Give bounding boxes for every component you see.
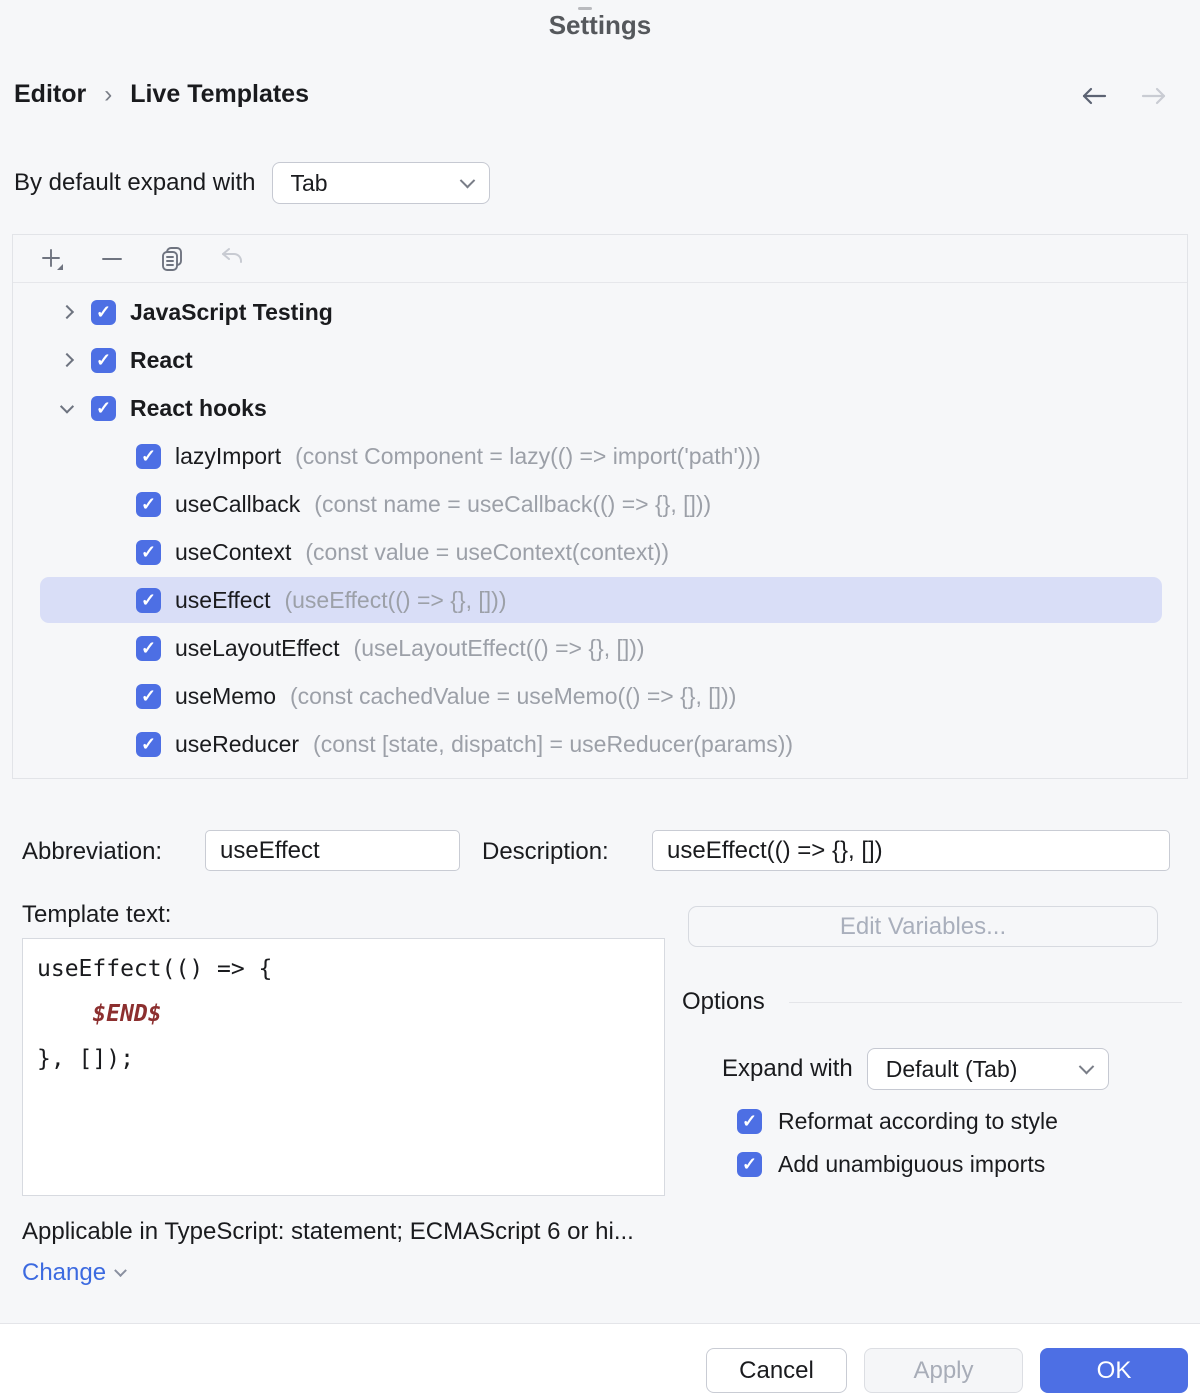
- code-line: }, []);: [37, 1046, 134, 1072]
- reformat-option-label: Reformat according to style: [778, 1108, 1058, 1134]
- options-section-header: Options: [682, 988, 1182, 1016]
- template-label: lazyImport: [175, 442, 282, 469]
- change-context-link[interactable]: Change: [22, 1259, 127, 1287]
- reformat-option[interactable]: ✓ Reformat according to style: [737, 1108, 1058, 1135]
- description-label: Description:: [482, 838, 609, 865]
- breadcrumb-separator-icon: ›: [104, 80, 113, 108]
- group-label: React: [130, 346, 193, 373]
- default-expand-value: Tab: [290, 169, 328, 196]
- checkbox-checked-icon[interactable]: ✓: [91, 395, 116, 421]
- ok-button[interactable]: OK: [1040, 1348, 1188, 1393]
- code-line: $END$: [37, 992, 664, 1037]
- templates-tree: ✓ JavaScript Testing ✓ React ✓ React hooks ✓ la…: [13, 283, 1187, 768]
- checkbox-checked-icon[interactable]: ✓: [91, 299, 116, 325]
- template-label: useContext: [175, 538, 292, 565]
- template-description: (const [state, dispatch] = useReducer(pa…: [313, 730, 794, 757]
- history-nav: [1080, 84, 1168, 108]
- options-label: Options: [682, 988, 765, 1015]
- applicable-context-text: Applicable in TypeScript: statement; ECM…: [22, 1218, 634, 1245]
- checkbox-checked-icon[interactable]: ✓: [91, 347, 116, 373]
- breadcrumb-editor[interactable]: Editor: [14, 80, 87, 108]
- template-description: (useEffect(() => {}, [])): [284, 586, 507, 613]
- undo-icon: [217, 244, 247, 274]
- expand-with-value: Default (Tab): [885, 1055, 1018, 1082]
- code-line: useEffect(() => {: [37, 956, 273, 982]
- add-imports-option-label: Add unambiguous imports: [778, 1151, 1046, 1177]
- checkbox-checked-icon[interactable]: ✓: [136, 587, 161, 613]
- checkbox-checked-icon[interactable]: ✓: [136, 635, 161, 661]
- tree-template-row[interactable]: ✓ useMemo (const cachedValue = useMemo(() …: [13, 672, 1187, 720]
- chevron-down-icon: [459, 172, 475, 188]
- template-label: useReducer: [175, 730, 300, 757]
- add-imports-option[interactable]: ✓ Add unambiguous imports: [737, 1151, 1045, 1178]
- tree-template-row[interactable]: ✓ useContext (const value = useContext(con…: [13, 528, 1187, 576]
- checkbox-checked-icon[interactable]: ✓: [136, 443, 161, 469]
- dialog-footer: Cancel Apply OK: [0, 1323, 1200, 1400]
- expand-with-label: Expand with: [722, 1055, 853, 1082]
- checkbox-checked-icon[interactable]: ✓: [737, 1152, 762, 1177]
- chevron-down-icon: [1078, 1058, 1095, 1074]
- tree-template-row[interactable]: ✓ useCallback (const name = useCallback(()…: [13, 480, 1187, 528]
- checkbox-checked-icon[interactable]: ✓: [136, 731, 161, 757]
- checkbox-checked-icon[interactable]: ✓: [136, 491, 161, 517]
- template-label: useCallback: [175, 490, 301, 517]
- templates-panel: ✓ JavaScript Testing ✓ React ✓ React hooks ✓ la…: [12, 234, 1188, 779]
- breadcrumb-live-templates: Live Templates: [130, 80, 309, 108]
- duplicate-icon[interactable]: [157, 244, 187, 274]
- tree-group-row[interactable]: ✓ React: [13, 336, 1187, 384]
- template-variable-token: $END$: [92, 1001, 162, 1027]
- tree-template-row[interactable]: ✓ lazyImport (const Component = lazy(() =>…: [13, 432, 1187, 480]
- change-link-label: Change: [22, 1259, 107, 1286]
- remove-icon[interactable]: [97, 244, 127, 274]
- group-label: JavaScript Testing: [130, 298, 333, 325]
- template-description: (const name = useCallback(() => {}, [])): [314, 490, 712, 517]
- tree-group-row[interactable]: ✓ React hooks: [13, 384, 1187, 432]
- add-icon[interactable]: [37, 244, 67, 274]
- cancel-button[interactable]: Cancel: [706, 1348, 847, 1393]
- chevron-down-icon[interactable]: [57, 399, 77, 414]
- tree-template-row[interactable]: ✓ useEffect (useEffect(() => {}, [])): [13, 576, 1187, 624]
- chevron-down-icon: [114, 1263, 127, 1277]
- template-description: (useLayoutEffect(() => {}, [])): [353, 634, 645, 661]
- group-label: React hooks: [130, 394, 267, 421]
- abbreviation-input[interactable]: [205, 830, 460, 871]
- template-label: useLayoutEffect: [175, 634, 340, 661]
- description-input[interactable]: [652, 830, 1170, 871]
- apply-button[interactable]: Apply: [864, 1348, 1023, 1393]
- breadcrumb: Editor › Live Templates: [14, 80, 309, 109]
- template-description: (const cachedValue = useMemo(() => {}, […: [289, 682, 737, 709]
- checkbox-checked-icon[interactable]: ✓: [136, 539, 161, 565]
- template-description: (const Component = lazy(() => import('pa…: [295, 442, 761, 469]
- checkbox-checked-icon[interactable]: ✓: [737, 1109, 762, 1134]
- back-arrow-icon[interactable]: [1080, 84, 1108, 108]
- template-text-editor[interactable]: useEffect(() => { $END$ }, []);: [22, 938, 665, 1196]
- templates-toolbar: [13, 235, 1187, 283]
- forward-arrow-icon[interactable]: [1140, 84, 1168, 108]
- tree-template-row[interactable]: ✓ useLayoutEffect (useLayoutEffect(() => {…: [13, 624, 1187, 672]
- template-label: useEffect: [175, 586, 271, 613]
- expand-with-select[interactable]: Default (Tab): [866, 1048, 1109, 1090]
- default-expand-label: By default expand with: [14, 169, 256, 196]
- template-label: useMemo: [175, 682, 276, 709]
- window-drag-dash: [578, 7, 592, 10]
- tree-template-row[interactable]: ✓ useReducer (const [state, dispatch] = us…: [13, 720, 1187, 768]
- dialog-title: Settings: [548, 10, 652, 40]
- template-text-label: Template text:: [22, 901, 172, 928]
- options-divider: [788, 1001, 1182, 1003]
- template-description: (const value = useContext(context)): [305, 538, 670, 565]
- abbreviation-label: Abbreviation:: [22, 838, 163, 865]
- chevron-right-icon[interactable]: [57, 352, 77, 368]
- chevron-right-icon[interactable]: [57, 304, 77, 320]
- tree-group-row[interactable]: ✓ JavaScript Testing: [13, 288, 1187, 336]
- default-expand-select[interactable]: Tab: [271, 162, 490, 204]
- edit-variables-button[interactable]: Edit Variables...: [688, 906, 1158, 947]
- checkbox-checked-icon[interactable]: ✓: [136, 683, 161, 709]
